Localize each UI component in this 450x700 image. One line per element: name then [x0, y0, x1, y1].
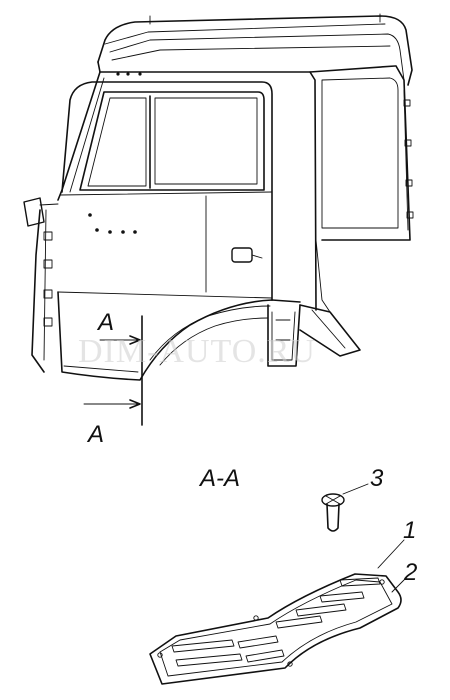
callout-3: 3	[370, 465, 384, 492]
leader-2	[391, 579, 405, 593]
callout-1: 1	[403, 517, 416, 544]
cab-side-view	[23, 13, 414, 426]
floor-mat	[149, 573, 402, 685]
section-title: A-A	[198, 465, 240, 492]
section-label-bottom: A	[86, 421, 104, 448]
watermark-text: DIM-AUTO.RU	[78, 333, 316, 370]
section-label-top: A	[96, 309, 114, 336]
screw	[321, 493, 345, 532]
callout-2: 2	[403, 559, 417, 586]
leader-1	[377, 539, 405, 569]
leader-3	[342, 483, 369, 495]
